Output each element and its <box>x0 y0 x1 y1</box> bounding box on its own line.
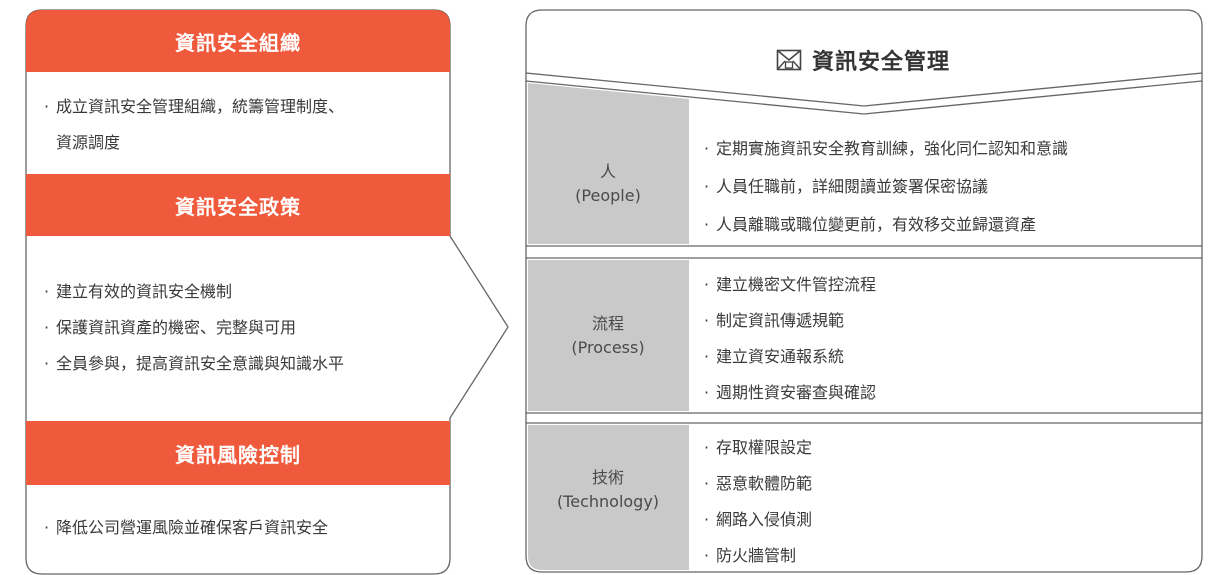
people-list: ·定期實施資訊安全教育訓練，強化同仁認知和意識 ·人員任職前，詳細閱讀並簽署保密… <box>704 130 1068 244</box>
list-item: ·惡意軟體防範 <box>704 474 813 493</box>
list-item: ·成立資訊安全管理組織，統籌管理制度、 <box>44 97 345 116</box>
section-header-policy: 資訊安全政策 <box>175 194 301 219</box>
list-item: ·人員離職或職位變更前，有效移交並歸還資產 <box>704 215 1037 234</box>
list-item: ·降低公司營運風險並確保客戶資訊安全 <box>44 518 329 537</box>
list-item: ·建立機密文件管控流程 <box>704 275 877 294</box>
title-chevron <box>525 80 1203 115</box>
row-label-technology: 技術 (Technology) <box>527 466 689 514</box>
row-label-people: 人 (People) <box>527 160 689 208</box>
list-item: 資源調度 <box>56 133 121 152</box>
risk-list: ·降低公司營運風險並確保客戶資訊安全 <box>44 510 328 546</box>
list-item: ·網路入侵偵測 <box>704 510 813 529</box>
list-item: ·定期實施資訊安全教育訓練，強化同仁認知和意識 <box>704 139 1069 158</box>
organization-list: ·成立資訊安全管理組織，統籌管理制度、 資源調度 <box>44 89 344 161</box>
label-en: (Technology) <box>556 492 660 511</box>
list-item: ·存取權限設定 <box>704 438 813 457</box>
list-item: ·建立資安通報系統 <box>704 347 845 366</box>
envelope-icon <box>776 49 802 71</box>
label-en: (People) <box>575 186 641 205</box>
title-banner-border <box>525 9 1203 107</box>
title-text: 資訊安全管理 <box>811 50 950 75</box>
list-item: ·週期性資安審查與確認 <box>704 383 877 402</box>
label-cell-process <box>528 260 689 411</box>
header-band-risk <box>26 421 450 485</box>
label-cell-technology <box>528 425 689 570</box>
list-item: ·保護資訊資產的機密、完整與可用 <box>44 318 297 337</box>
process-list: ·建立機密文件管控流程 ·制定資訊傳遞規範 ·建立資安通報系統 ·週期性資安審查… <box>704 267 876 411</box>
technology-list: ·存取權限設定 ·惡意軟體防範 ·網路入侵偵測 ·防火牆管制 <box>704 430 812 574</box>
label-zh: 流程 <box>591 314 624 333</box>
label-zh: 技術 <box>591 468 624 487</box>
right-panel-border <box>525 73 1203 573</box>
header-band-policy <box>26 174 450 236</box>
policy-list: ·建立有效的資訊安全機制 ·保護資訊資產的機密、完整與可用 ·全員參與，提高資訊… <box>44 274 344 382</box>
label-zh: 人 <box>599 162 616 181</box>
section-header-risk: 資訊風險控制 <box>175 442 301 467</box>
list-item: ·全員參與，提高資訊安全意識與知識水平 <box>44 354 345 373</box>
list-item: ·制定資訊傳遞規範 <box>704 311 845 330</box>
section-header-organization: 資訊安全組織 <box>175 30 301 55</box>
list-item: ·人員任職前，詳細閱讀並簽署保密協議 <box>704 177 989 196</box>
list-item: ·建立有效的資訊安全機制 <box>44 282 233 301</box>
page-title: 資訊安全管理 <box>524 44 1202 76</box>
label-en: (Process) <box>571 338 645 357</box>
label-cell-people <box>528 83 689 244</box>
row-label-process: 流程 (Process) <box>527 312 689 360</box>
list-item: ·防火牆管制 <box>704 546 797 565</box>
header-band-organization <box>26 10 450 72</box>
